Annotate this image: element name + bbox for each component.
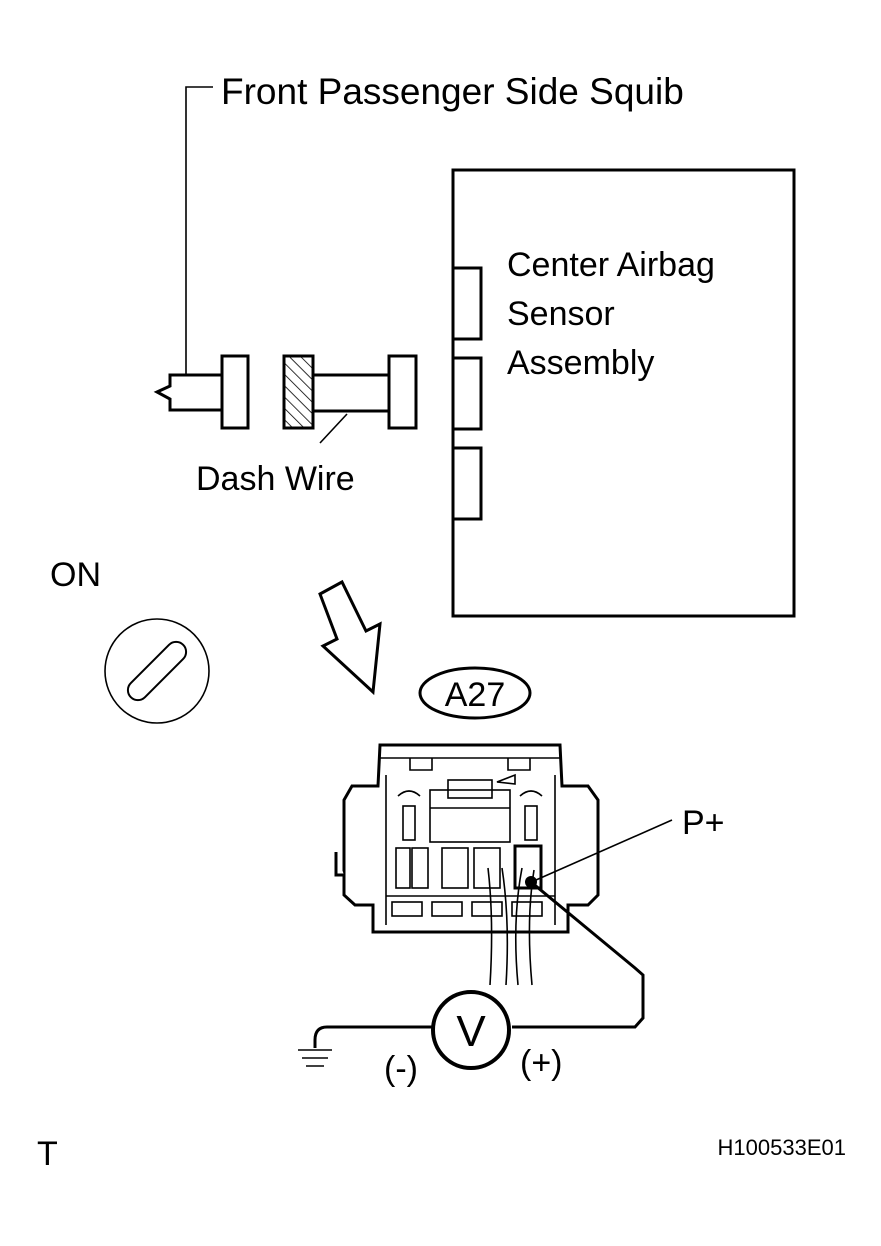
dash-wire-leader-line [319, 413, 348, 444]
sensor-connector-slot [451, 356, 483, 431]
ignition-label: ON [50, 556, 101, 594]
sensor-label-line3: Assembly [507, 344, 654, 382]
connector-id-badge: A27 [418, 666, 532, 720]
positive-test-lead [512, 880, 645, 1029]
squib-leader-line [185, 86, 213, 376]
sensor-connector-slot [451, 266, 483, 341]
positive-label: (+) [520, 1044, 563, 1082]
dash-wire-label: Dash Wire [196, 460, 355, 498]
negative-label: (-) [384, 1050, 418, 1088]
squib-connector [153, 354, 250, 430]
negative-test-lead [313, 1025, 433, 1048]
sensor-connector-slot [451, 446, 483, 521]
squib-label: Front Passenger Side Squib [221, 71, 684, 112]
corner-mark: T [37, 1135, 58, 1173]
terminal-leader-line [535, 819, 673, 881]
terminal-label: P+ [682, 804, 725, 842]
sensor-label-line2: Sensor [507, 295, 615, 333]
ground-symbol-icon [298, 1049, 332, 1067]
ignition-key-icon [104, 618, 210, 724]
figure-id: H100533E01 [718, 1135, 846, 1160]
center-airbag-sensor-assembly [451, 168, 796, 618]
dash-wire-connector [282, 354, 418, 444]
voltmeter-symbol: V [456, 1007, 486, 1056]
sensor-label-line1: Center Airbag [507, 246, 715, 284]
voltmeter-icon: V [431, 990, 511, 1070]
connector-id-label: A27 [445, 676, 506, 714]
down-right-arrow-icon [318, 579, 382, 696]
